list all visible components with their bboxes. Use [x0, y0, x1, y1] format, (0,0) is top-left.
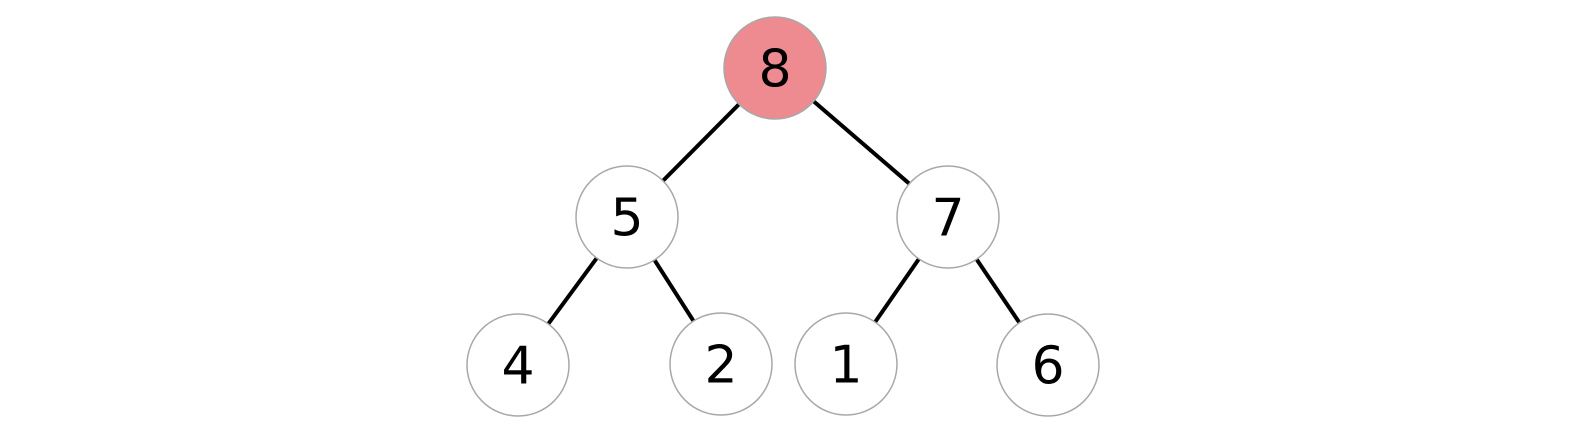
- tree-node-1: 1: [794, 312, 898, 416]
- node-label: 1: [829, 336, 862, 396]
- tree-node-8: 8: [723, 16, 827, 120]
- node-label: 7: [931, 189, 964, 249]
- node-label: 2: [704, 336, 737, 396]
- node-circle: [466, 313, 570, 417]
- tree-node-2: 2: [669, 312, 773, 416]
- node-label: 6: [1031, 337, 1064, 397]
- node-label: 8: [758, 40, 791, 100]
- node-circle: [575, 165, 679, 269]
- tree-node-6: 6: [996, 313, 1100, 417]
- node-circle: [794, 312, 898, 416]
- node-circle-highlighted: [723, 16, 827, 120]
- node-circle: [996, 313, 1100, 417]
- node-label: 5: [610, 189, 643, 249]
- tree-node-5: 5: [575, 165, 679, 269]
- node-circle: [669, 312, 773, 416]
- node-label: 4: [501, 337, 534, 397]
- tree-node-4: 4: [466, 313, 570, 417]
- tree-node-7: 7: [896, 165, 1000, 269]
- node-circle: [896, 165, 1000, 269]
